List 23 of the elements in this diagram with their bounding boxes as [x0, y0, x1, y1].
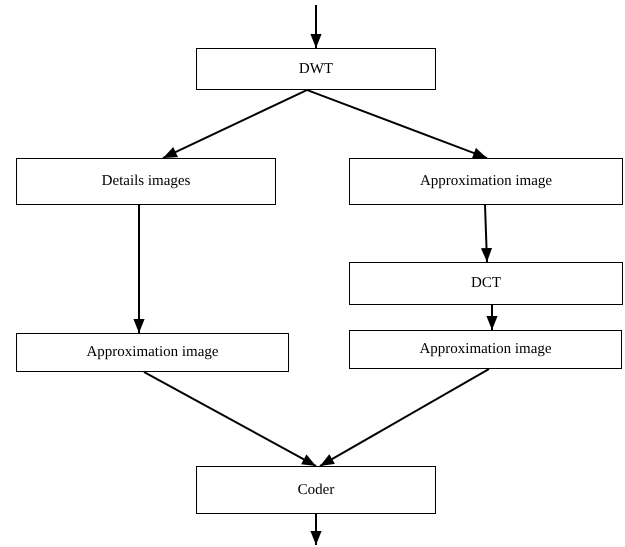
arrow: [310, 5, 322, 48]
process-box: [349, 158, 623, 205]
box-label: DWT: [298, 60, 334, 78]
box-label: Coder: [298, 482, 334, 498]
box-label: DCT: [471, 275, 501, 292]
process-box: [196, 48, 436, 90]
arrow: [133, 205, 145, 333]
arrow: [320, 368, 490, 467]
arrow: [310, 514, 322, 545]
process-box: [349, 262, 623, 305]
process-box: [349, 330, 622, 369]
box-label: Approximation image: [86, 344, 219, 361]
arrow: [486, 305, 498, 330]
box-label: Details images: [102, 173, 190, 190]
box-label: Approximation image: [420, 173, 552, 190]
arrow: [144, 371, 316, 467]
arrow: [480, 204, 492, 262]
arrow: [306, 89, 488, 159]
process-box: [16, 333, 289, 372]
process-box: [196, 466, 436, 514]
process-box: [16, 158, 276, 205]
arrow: [162, 89, 308, 159]
box-label: Approximation image: [419, 341, 552, 358]
